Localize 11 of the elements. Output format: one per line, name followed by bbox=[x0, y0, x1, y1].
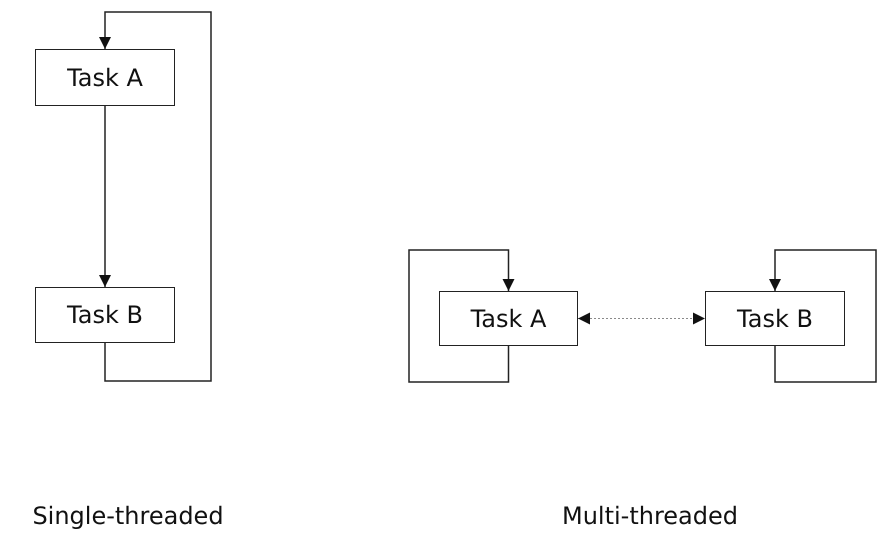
caption: Single-threaded bbox=[31, 501, 225, 532]
arrow bbox=[99, 106, 111, 287]
task-box: Task A bbox=[439, 291, 578, 346]
task-box: Task A bbox=[35, 49, 175, 106]
caption: Multi-threaded bbox=[561, 501, 739, 532]
arrow bbox=[769, 249, 877, 383]
task-box: Task B bbox=[35, 287, 175, 343]
task-box: Task B bbox=[705, 291, 845, 346]
arrow bbox=[99, 11, 212, 382]
arrow bbox=[408, 249, 514, 383]
arrow bbox=[578, 312, 706, 324]
